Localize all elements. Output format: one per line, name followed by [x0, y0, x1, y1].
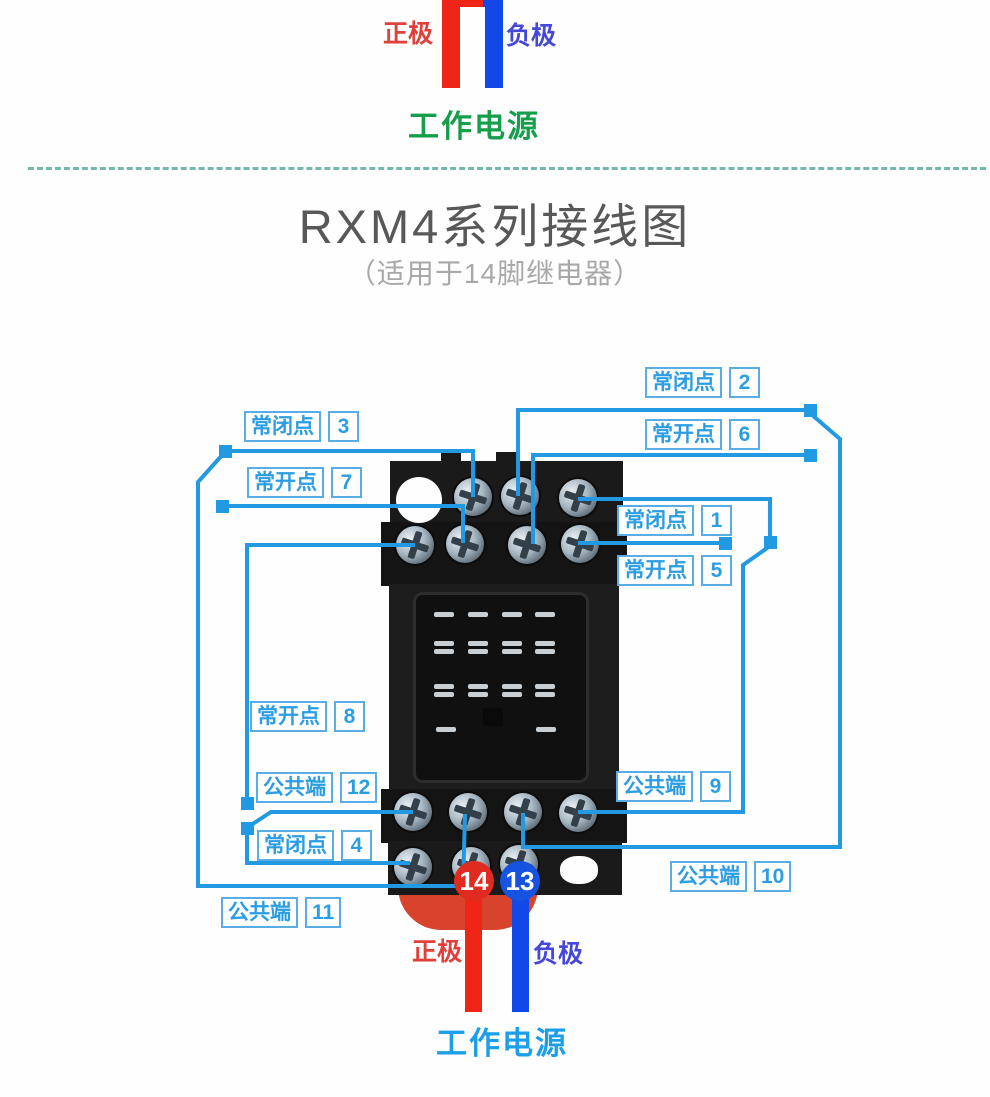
terminal-screw	[394, 848, 432, 886]
terminal-screw	[396, 526, 434, 564]
socket-mount-hole-top	[396, 477, 442, 523]
callout-no-7-num: 7	[331, 467, 362, 498]
page-subtitle: （适用于14脚继电器）	[347, 258, 643, 289]
bottom-positive-label: 正极	[412, 938, 463, 966]
pin-slot	[536, 727, 556, 732]
terminal-screw	[446, 525, 484, 563]
callout-no-7-text: 常开点	[247, 467, 324, 498]
callout-no-6-text: 常开点	[645, 419, 722, 450]
pin-slot	[502, 612, 522, 617]
pin-slot	[436, 727, 456, 732]
callout-nc-1-text: 常闭点	[617, 505, 694, 536]
callout-common-12: 公共端 12	[256, 772, 378, 803]
top-negative-label: 负极	[506, 22, 557, 50]
dot-no6	[804, 449, 817, 462]
pin-slot	[468, 641, 488, 646]
dot-common12	[241, 797, 254, 810]
pin-slot	[434, 641, 454, 646]
terminal-screw	[508, 526, 546, 564]
callout-common-11: 公共端 11	[221, 897, 342, 928]
pin-slot	[468, 649, 488, 654]
callout-no-8: 常开点 8	[250, 701, 365, 732]
terminal-screw	[449, 793, 487, 831]
top-working-power-label: 工作电源	[408, 109, 540, 144]
socket-pin-center-hole	[483, 708, 503, 726]
callout-common-9-text: 公共端	[616, 771, 693, 802]
terminal-screw	[504, 793, 542, 831]
callout-no-8-text: 常开点	[250, 701, 327, 732]
pin-slot	[535, 641, 555, 646]
callout-common-9-num: 9	[700, 771, 731, 802]
callout-nc-3: 常闭点 3	[244, 411, 359, 442]
pin-slot	[434, 649, 454, 654]
callout-nc-1-num: 1	[701, 505, 732, 536]
callout-common-10-num: 10	[754, 861, 792, 892]
callout-common-10: 公共端 10	[670, 861, 792, 892]
callout-nc-1: 常闭点 1	[617, 505, 732, 536]
terminal-screw	[394, 793, 432, 831]
callout-common-12-text: 公共端	[256, 772, 333, 803]
bottom-negative-wire	[512, 893, 529, 1012]
pin-slot	[502, 649, 522, 654]
dot-no5	[719, 537, 732, 550]
callout-common-9: 公共端 9	[616, 771, 731, 802]
callout-common-10-text: 公共端	[670, 861, 747, 892]
terminal-13-badge: 13	[500, 861, 540, 901]
callout-no-5-text: 常开点	[617, 555, 694, 586]
callout-nc-3-num: 3	[328, 411, 359, 442]
terminal-14-badge: 14	[454, 861, 494, 901]
callout-common-11-text: 公共端	[221, 897, 298, 928]
pin-slot	[535, 692, 555, 697]
callout-nc-4-text: 常闭点	[257, 830, 334, 861]
callout-no-5-num: 5	[701, 555, 732, 586]
callout-nc-2-text: 常闭点	[645, 367, 722, 398]
callout-no-6: 常开点 6	[645, 419, 760, 450]
bottom-negative-label: 负极	[533, 940, 584, 968]
terminal-screw	[501, 477, 539, 515]
pin-slot	[502, 641, 522, 646]
pin-slot	[535, 649, 555, 654]
dot-no7	[216, 500, 229, 513]
callout-nc-3-text: 常闭点	[244, 411, 321, 442]
terminal-screw	[561, 525, 599, 563]
pin-slot	[434, 692, 454, 697]
callout-no-5: 常开点 5	[617, 555, 732, 586]
terminal-screw	[559, 794, 597, 832]
callout-nc-4: 常闭点 4	[257, 830, 372, 861]
top-positive-label: 正极	[383, 20, 434, 48]
pin-slot	[535, 684, 555, 689]
terminal-screw	[559, 479, 597, 517]
dot-nc1	[764, 536, 777, 549]
socket-mount-hole-bottom	[560, 856, 598, 884]
callout-nc-2: 常闭点 2	[645, 367, 760, 398]
callout-nc-4-num: 4	[341, 830, 372, 861]
callout-no-6-num: 6	[729, 419, 760, 450]
page-title: RXM4系列接线图	[298, 200, 692, 253]
bottom-working-power-label: 工作电源	[436, 1026, 568, 1061]
pin-slot	[468, 692, 488, 697]
dot-nc3	[219, 445, 232, 458]
dot-nc2	[804, 404, 817, 417]
terminal-screw	[454, 478, 492, 516]
dot-nc4	[241, 822, 254, 835]
pin-slot	[535, 612, 555, 617]
pin-slot	[434, 612, 454, 617]
pin-slot	[502, 684, 522, 689]
callout-nc-2-num: 2	[729, 367, 760, 398]
bottom-positive-wire	[465, 893, 482, 1012]
pin-slot	[468, 684, 488, 689]
section-divider	[28, 167, 986, 170]
top-positive-wire	[442, 0, 460, 88]
callout-no-7: 常开点 7	[247, 467, 362, 498]
callout-common-11-num: 11	[305, 897, 342, 928]
pin-slot	[468, 612, 488, 617]
pin-slot	[502, 692, 522, 697]
top-negative-wire	[485, 0, 503, 88]
pin-slot	[434, 684, 454, 689]
top-power-red-bar	[442, 0, 483, 7]
callout-no-8-num: 8	[334, 701, 365, 732]
callout-common-12-num: 12	[340, 772, 378, 803]
